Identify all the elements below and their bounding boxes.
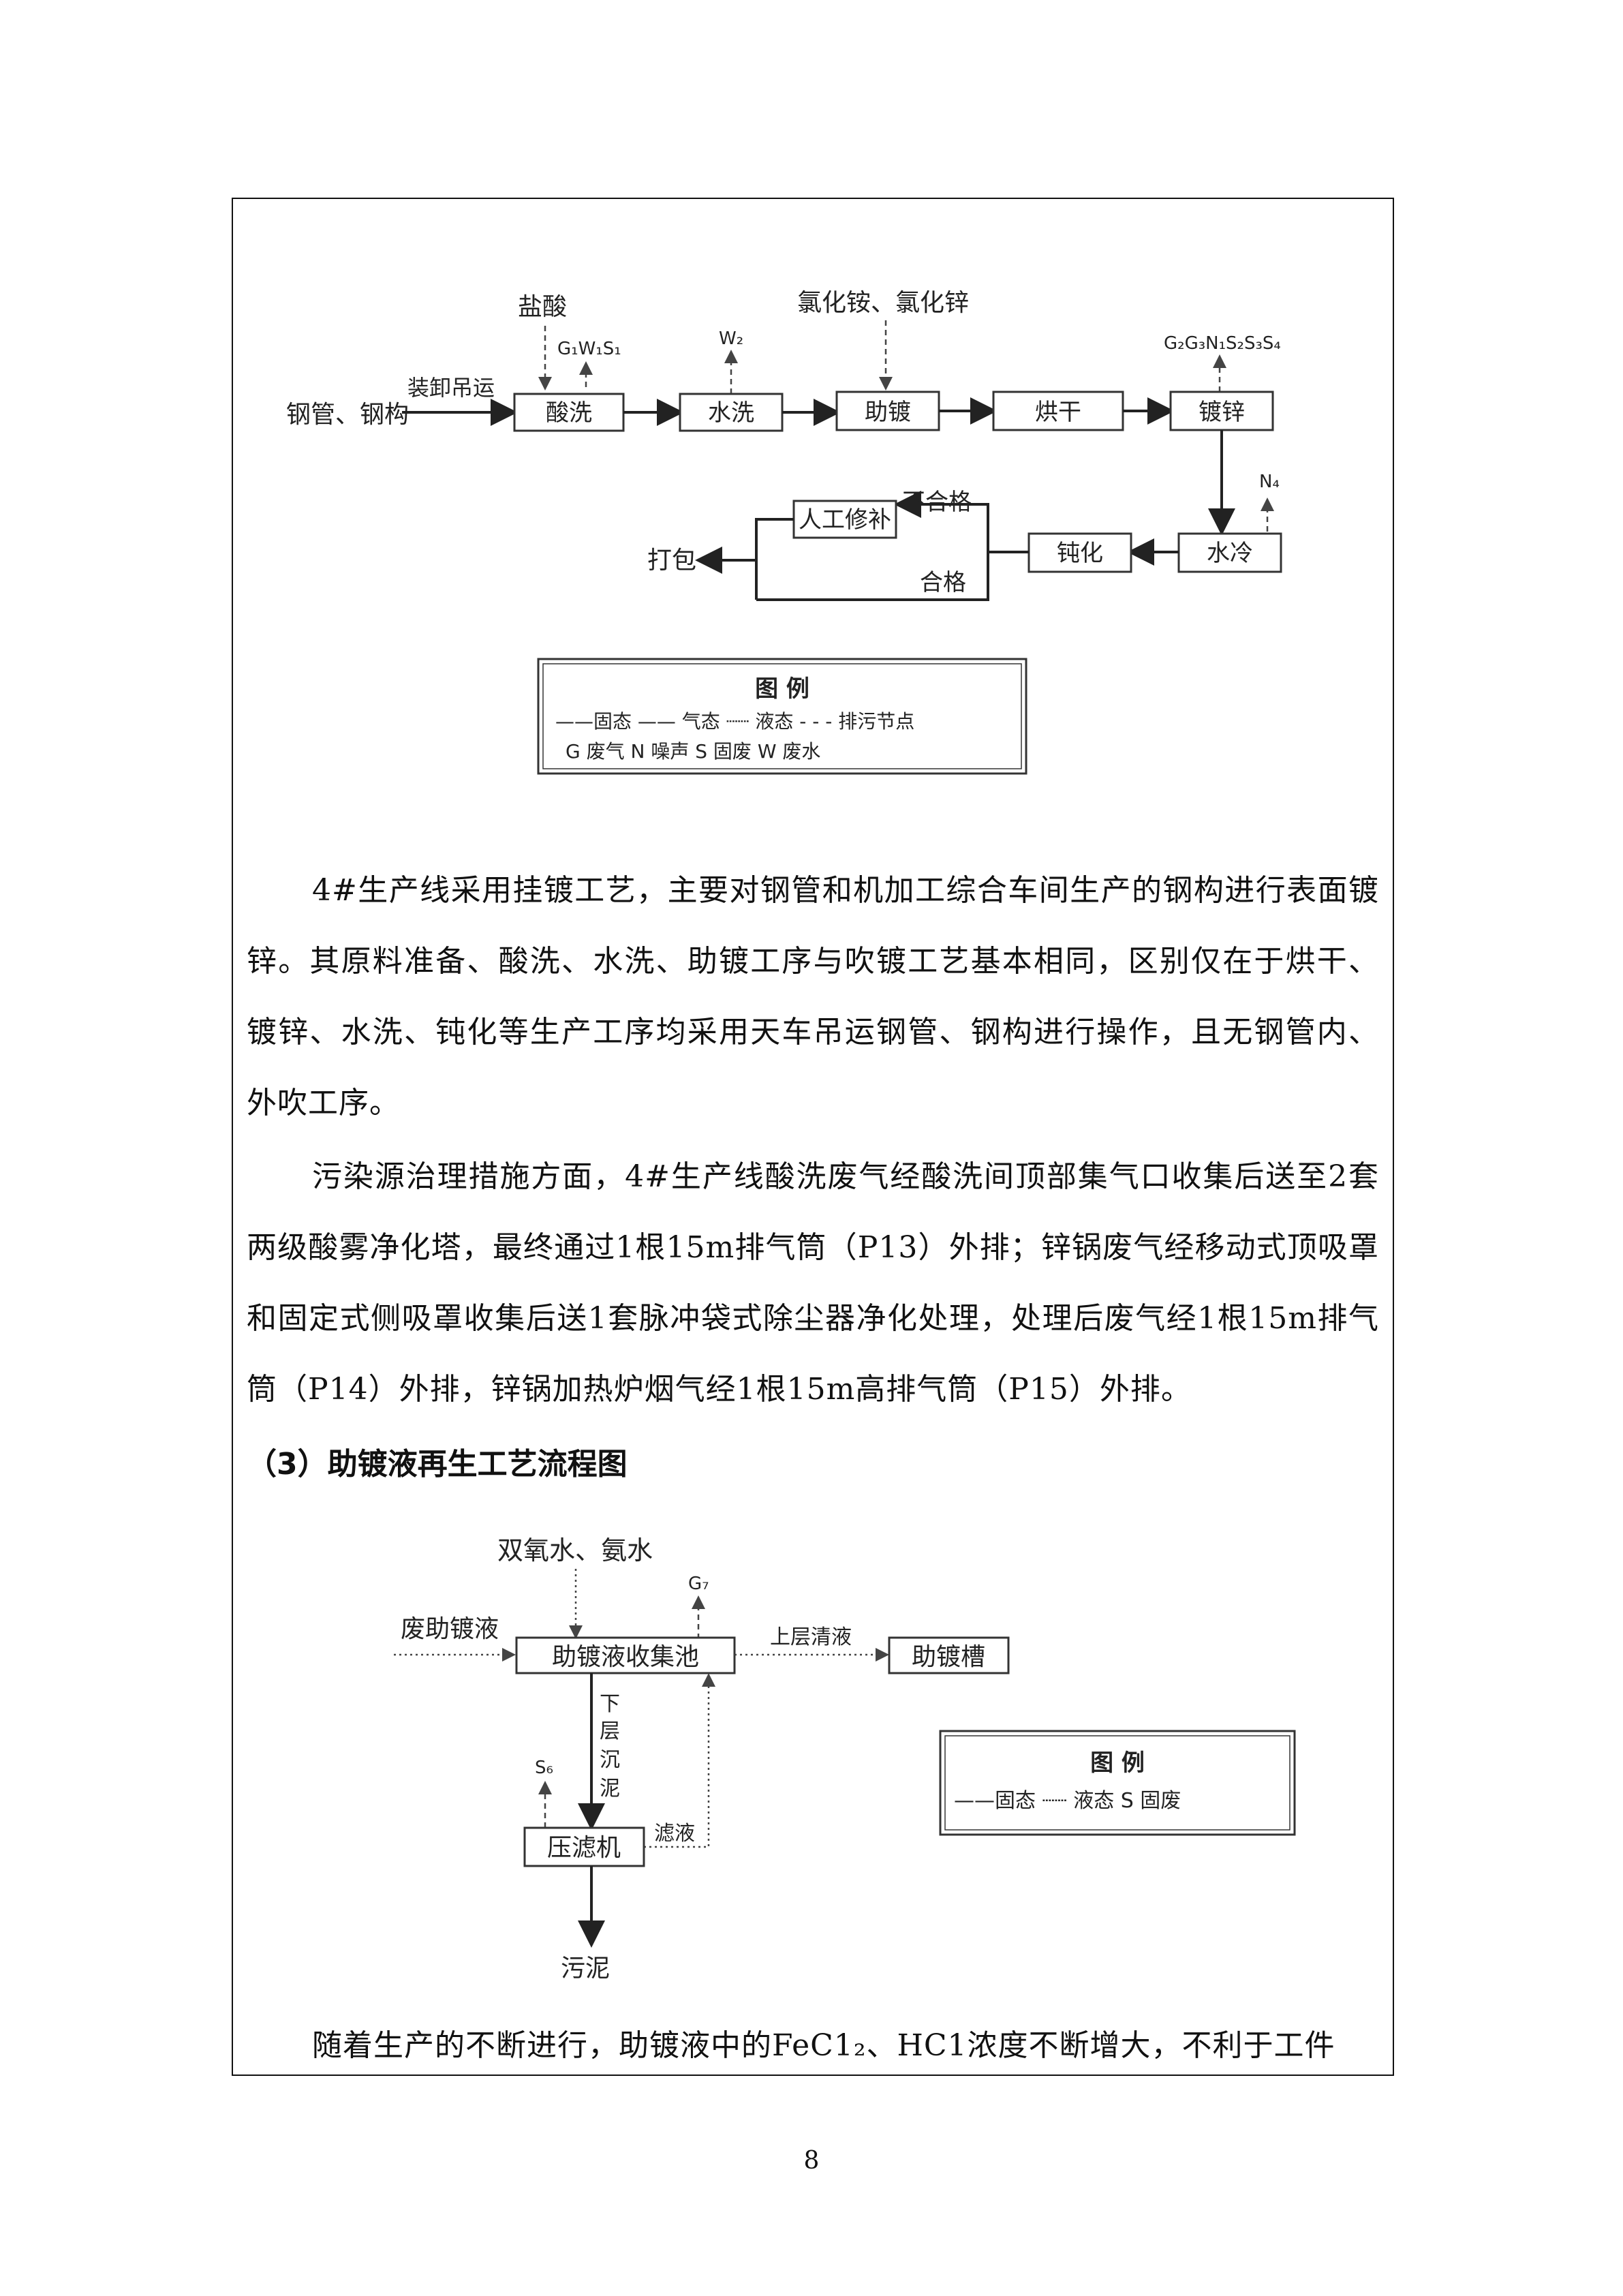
svg-text:水冷: 水冷	[1207, 540, 1253, 567]
step-washing-box: 水洗	[679, 393, 784, 432]
legend-2: 图 例 ——固态 ┈┈ 液态 S 固废	[939, 1730, 1296, 1836]
svg-text:下: 下	[600, 1692, 620, 1716]
svg-text:压滤机: 压滤机	[547, 1834, 621, 1862]
svg-text:烘干: 烘干	[1035, 399, 1081, 426]
emission-washing: W₂	[719, 328, 743, 349]
emission-g7: G₇	[688, 1574, 709, 1594]
paragraph-pollution-control: 污染源治理措施方面，4#生产线酸洗废气经酸洗间顶部集气口收集后送至2套两级酸雾净…	[247, 1159, 1379, 1407]
step-passivation-box: 钝化	[1027, 532, 1132, 573]
galvanizing-flow-diagram: 钢管、钢构 装卸吊运 盐酸 G₁W₁S₁ 酸洗 W₂ 水洗 氯化铵、氯化锌 助镀…	[286, 289, 1282, 775]
svg-text:钝化: 钝化	[1057, 540, 1103, 567]
upper-liquid-label: 上层清液	[770, 1625, 852, 1649]
transport-label: 装卸吊运	[407, 375, 495, 401]
acid-label: 盐酸	[518, 293, 567, 321]
svg-text:助镀液收集池: 助镀液收集池	[552, 1643, 699, 1671]
svg-text:G 废气 N 噪声 S 固废 W 废水: G 废气 N 噪声 S 固废 W 废水	[566, 740, 820, 763]
filtrate-label: 滤液	[654, 1822, 695, 1846]
page-frame	[232, 198, 1394, 2076]
emission-s6: S₆	[535, 1758, 553, 1778]
svg-text:图 例: 图 例	[1090, 1749, 1145, 1777]
legend-1: 图 例 ——固态 —— 气态 ┈┈ 液态 - - - 排污节点 G 废气 N 噪…	[537, 658, 1027, 775]
sludge-output-label: 污泥	[561, 1955, 610, 1983]
flux-chemicals-label: 氯化铵、氯化锌	[797, 289, 969, 317]
svg-text:助镀: 助镀	[865, 399, 911, 426]
reagents-label: 双氧水、氨水	[497, 1535, 653, 1565]
section-heading: （3）助镀液再生工艺流程图	[247, 1447, 628, 1482]
svg-text:——固态 ┈┈ 液态 S 固废: ——固态 ┈┈ 液态 S 固废	[954, 1789, 1181, 1813]
repair-box: 人工修补	[792, 500, 897, 539]
step-pickling-box: 酸洗	[513, 393, 625, 432]
input-label: 钢管、钢构	[286, 401, 409, 429]
filter-press-box: 压滤机	[523, 1826, 645, 1867]
step-cooling-box: 水冷	[1177, 532, 1282, 573]
flux-regeneration-diagram: 双氧水、氨水 G₇ 废助镀液 助镀液收集池 上层清液 助镀槽 下 层 沉 泥 滤…	[394, 1535, 1296, 1983]
emission-galvanizing: G₂G₃N₁S₂S₃S₄	[1164, 333, 1281, 354]
page-number: 8	[803, 2147, 820, 2175]
step-drying-box: 烘干	[992, 391, 1124, 431]
emission-pickling: G₁W₁S₁	[557, 339, 621, 359]
collection-tank-box: 助镀液收集池	[515, 1636, 736, 1674]
step-galvanizing-box: 镀锌	[1169, 391, 1274, 431]
flux-tank-box: 助镀槽	[888, 1636, 1010, 1674]
output-label: 打包	[647, 547, 696, 575]
emission-cooling: N₄	[1259, 472, 1280, 492]
paragraph-flux-concentration: 随着生产的不断进行，助镀液中的FeC1₂、HC1浓度不断增大，不利于工件	[312, 2028, 1335, 2063]
svg-text:泥: 泥	[600, 1777, 620, 1801]
svg-text:人工修补: 人工修补	[799, 506, 891, 534]
svg-text:层: 层	[600, 1719, 620, 1743]
svg-text:酸洗: 酸洗	[546, 399, 592, 427]
step-fluxing-box: 助镀	[835, 391, 940, 431]
svg-text:沉: 沉	[600, 1748, 620, 1772]
svg-text:——固态 —— 气态 ┈┈ 液态 - - - 排污节点: ——固态 —— 气态 ┈┈ 液态 - - - 排污节点	[555, 710, 914, 733]
svg-text:水洗: 水洗	[708, 399, 754, 427]
waste-flux-label: 废助镀液	[401, 1615, 499, 1643]
svg-text:图 例: 图 例	[755, 675, 809, 703]
paragraph-line4: 4#生产线采用挂镀工艺，主要对钢管和机加工综合车间生产的钢构进行表面镀锌。其原料…	[247, 873, 1379, 1120]
svg-text:助镀槽: 助镀槽	[912, 1643, 985, 1671]
fail-label: 不合格	[902, 489, 972, 516]
svg-text:镀锌: 镀锌	[1199, 399, 1245, 426]
pass-label: 合格	[920, 569, 966, 596]
